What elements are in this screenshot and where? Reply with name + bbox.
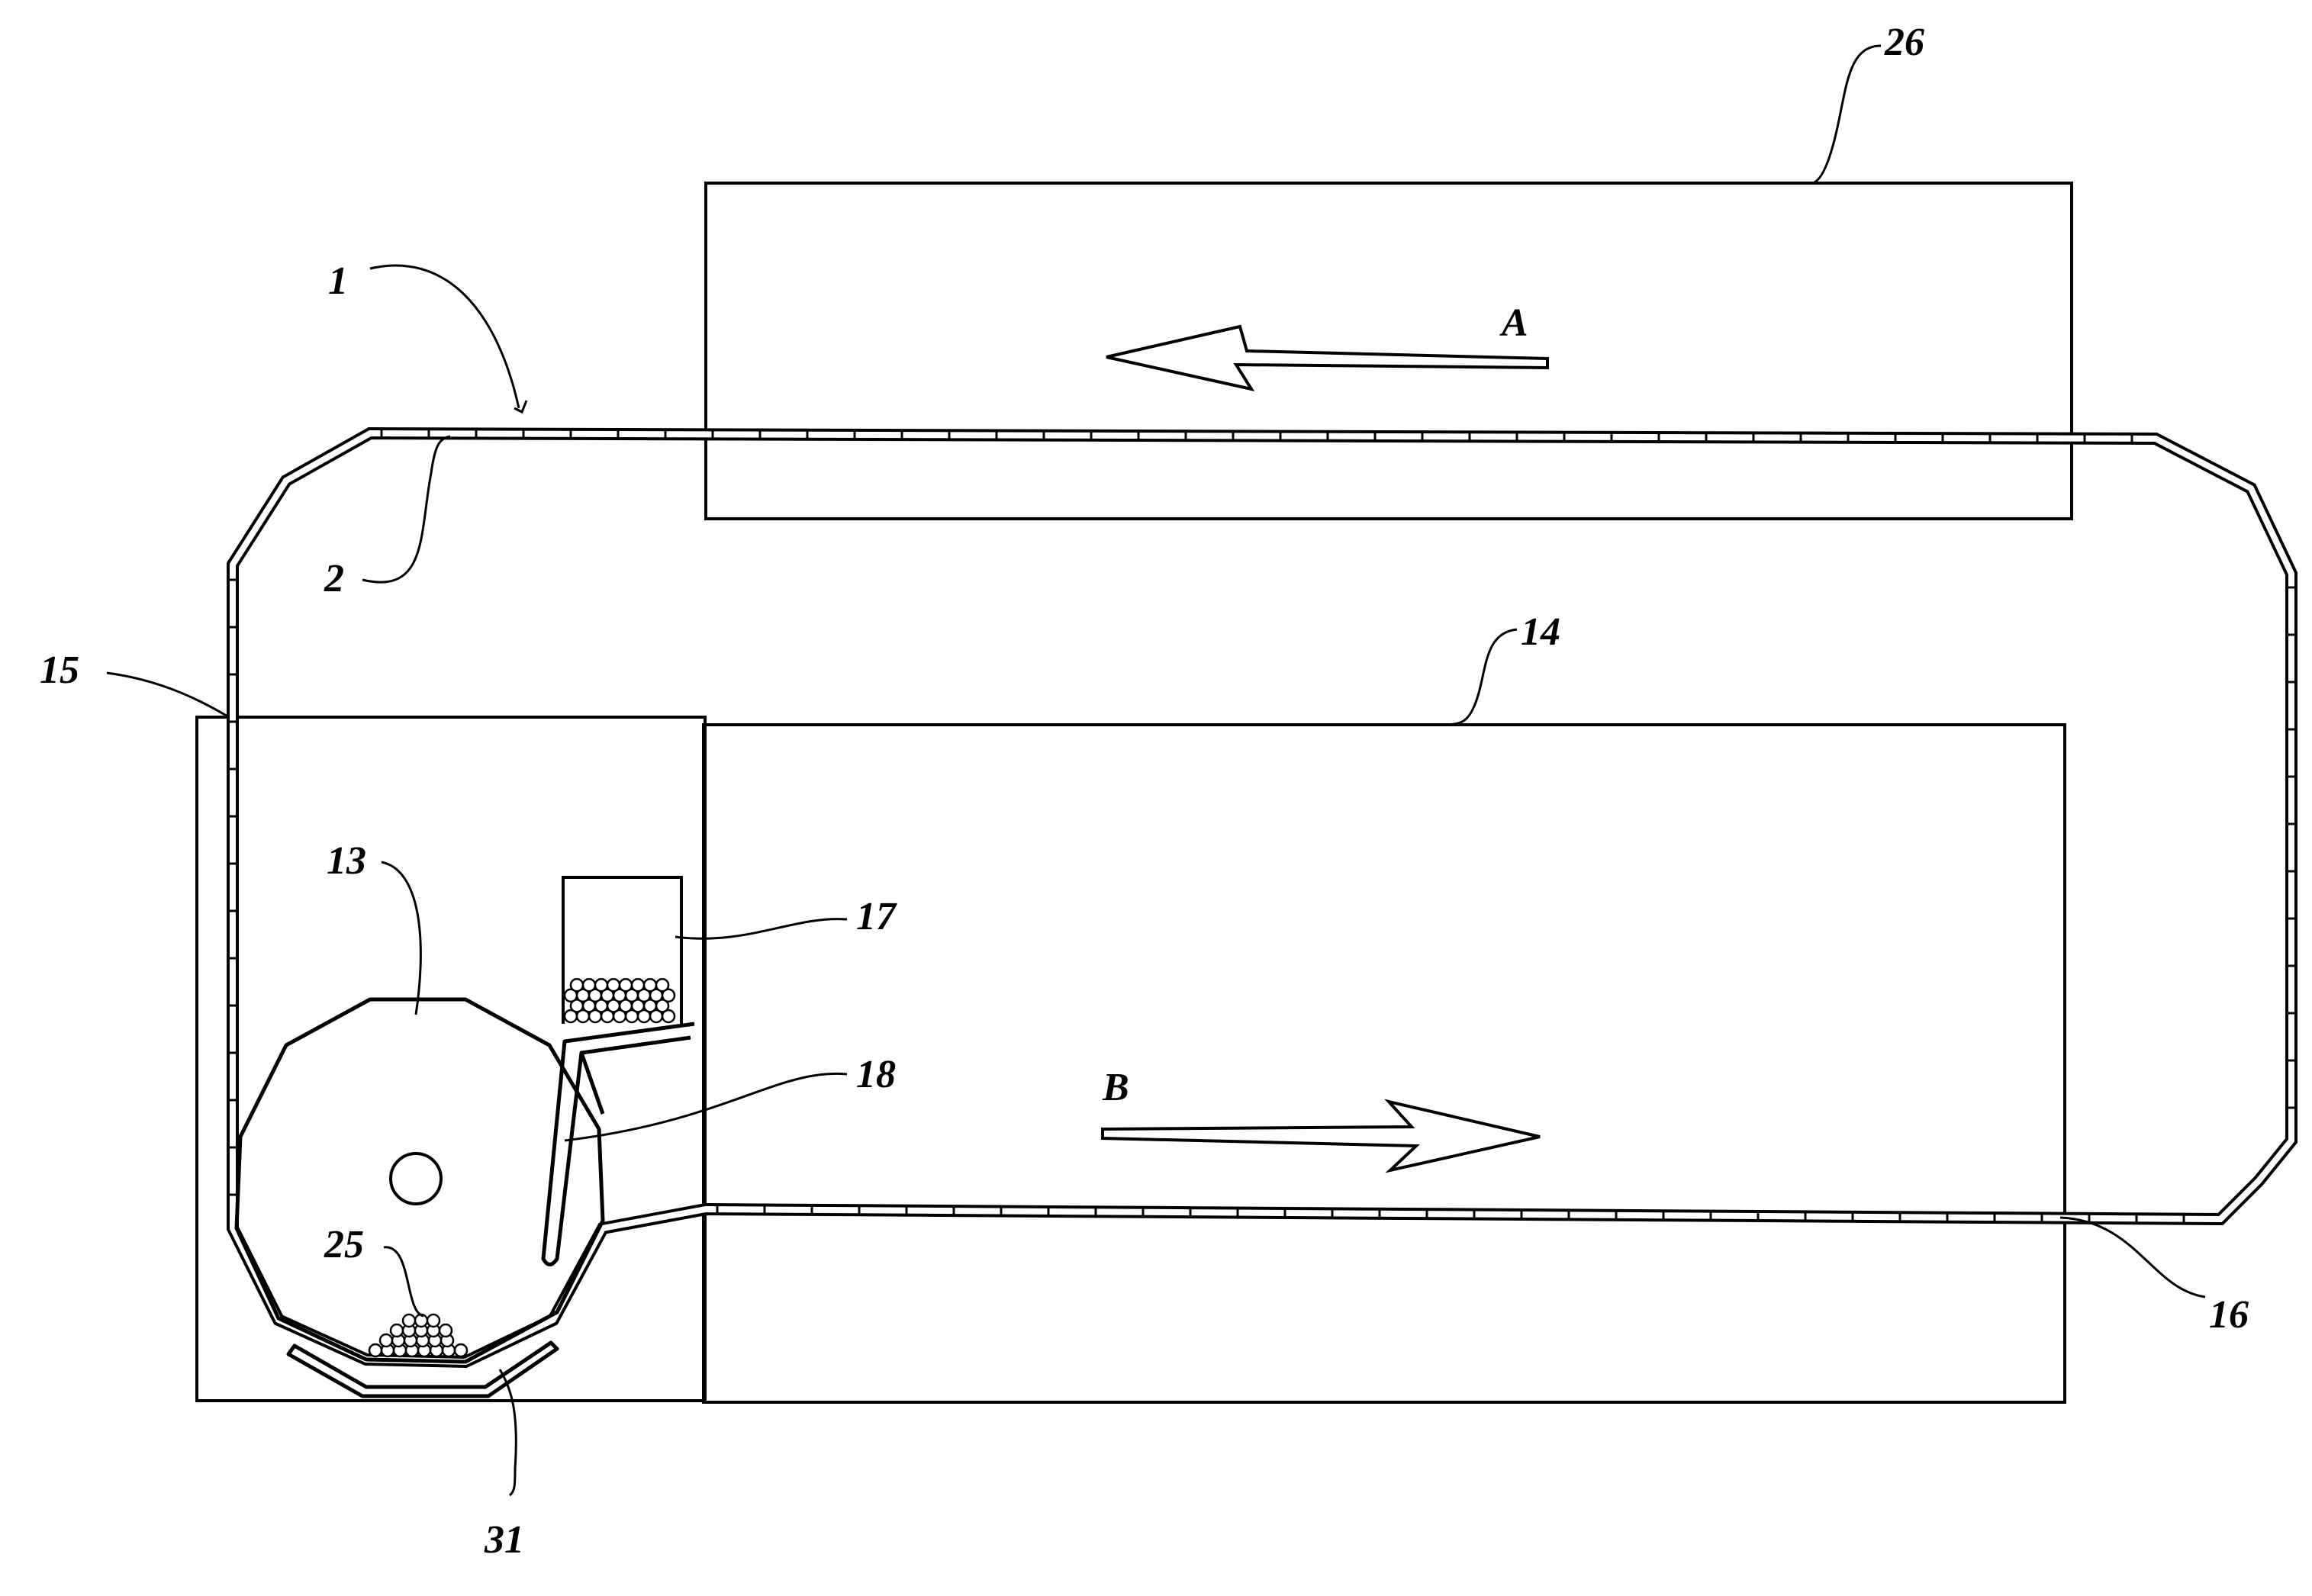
pellet [620, 979, 632, 991]
arrow-b [1103, 1102, 1540, 1170]
label-lower-housing: 14 [1521, 610, 1560, 654]
label-upper-housing: 26 [1884, 21, 1924, 64]
drum [237, 999, 603, 1362]
label-feed-chute: 18 [856, 1053, 896, 1096]
label-pellets: 25 [324, 1223, 364, 1266]
pellet [595, 979, 607, 991]
label-housing-entry: 15 [40, 648, 79, 692]
pellet [632, 979, 644, 991]
pellet [380, 1334, 392, 1347]
pellet [403, 1314, 415, 1327]
drum-axle [391, 1154, 441, 1204]
label-drum: 13 [327, 839, 366, 883]
belt-links [227, 428, 2297, 1224]
pellet [369, 1344, 382, 1356]
pellet [455, 1344, 467, 1356]
hopper-pellets [565, 979, 675, 1022]
label-direction-a: A [1499, 301, 1528, 345]
drum-pellets [369, 1314, 467, 1356]
label-hopper: 17 [856, 895, 897, 938]
label-belt-lower-run: 16 [2209, 1293, 2249, 1337]
pellet [571, 979, 583, 991]
pellet [391, 1324, 403, 1337]
leader-lines [107, 46, 2205, 1495]
label-direction-b: B [1102, 1066, 1129, 1109]
pellet [583, 979, 595, 991]
pellet [656, 979, 668, 991]
arrow-a [1106, 327, 1547, 389]
label-belt: 2 [324, 557, 344, 600]
pellet [440, 1324, 452, 1337]
label-collector-tray: 31 [484, 1518, 524, 1562]
lower-housing [704, 725, 2065, 1402]
pellet [427, 1314, 440, 1327]
upper-housing [706, 183, 2072, 519]
conveyor-belt [227, 428, 2297, 1362]
label-belt-assembly: 1 [328, 259, 348, 303]
pellet [607, 979, 620, 991]
pellet [644, 979, 656, 991]
